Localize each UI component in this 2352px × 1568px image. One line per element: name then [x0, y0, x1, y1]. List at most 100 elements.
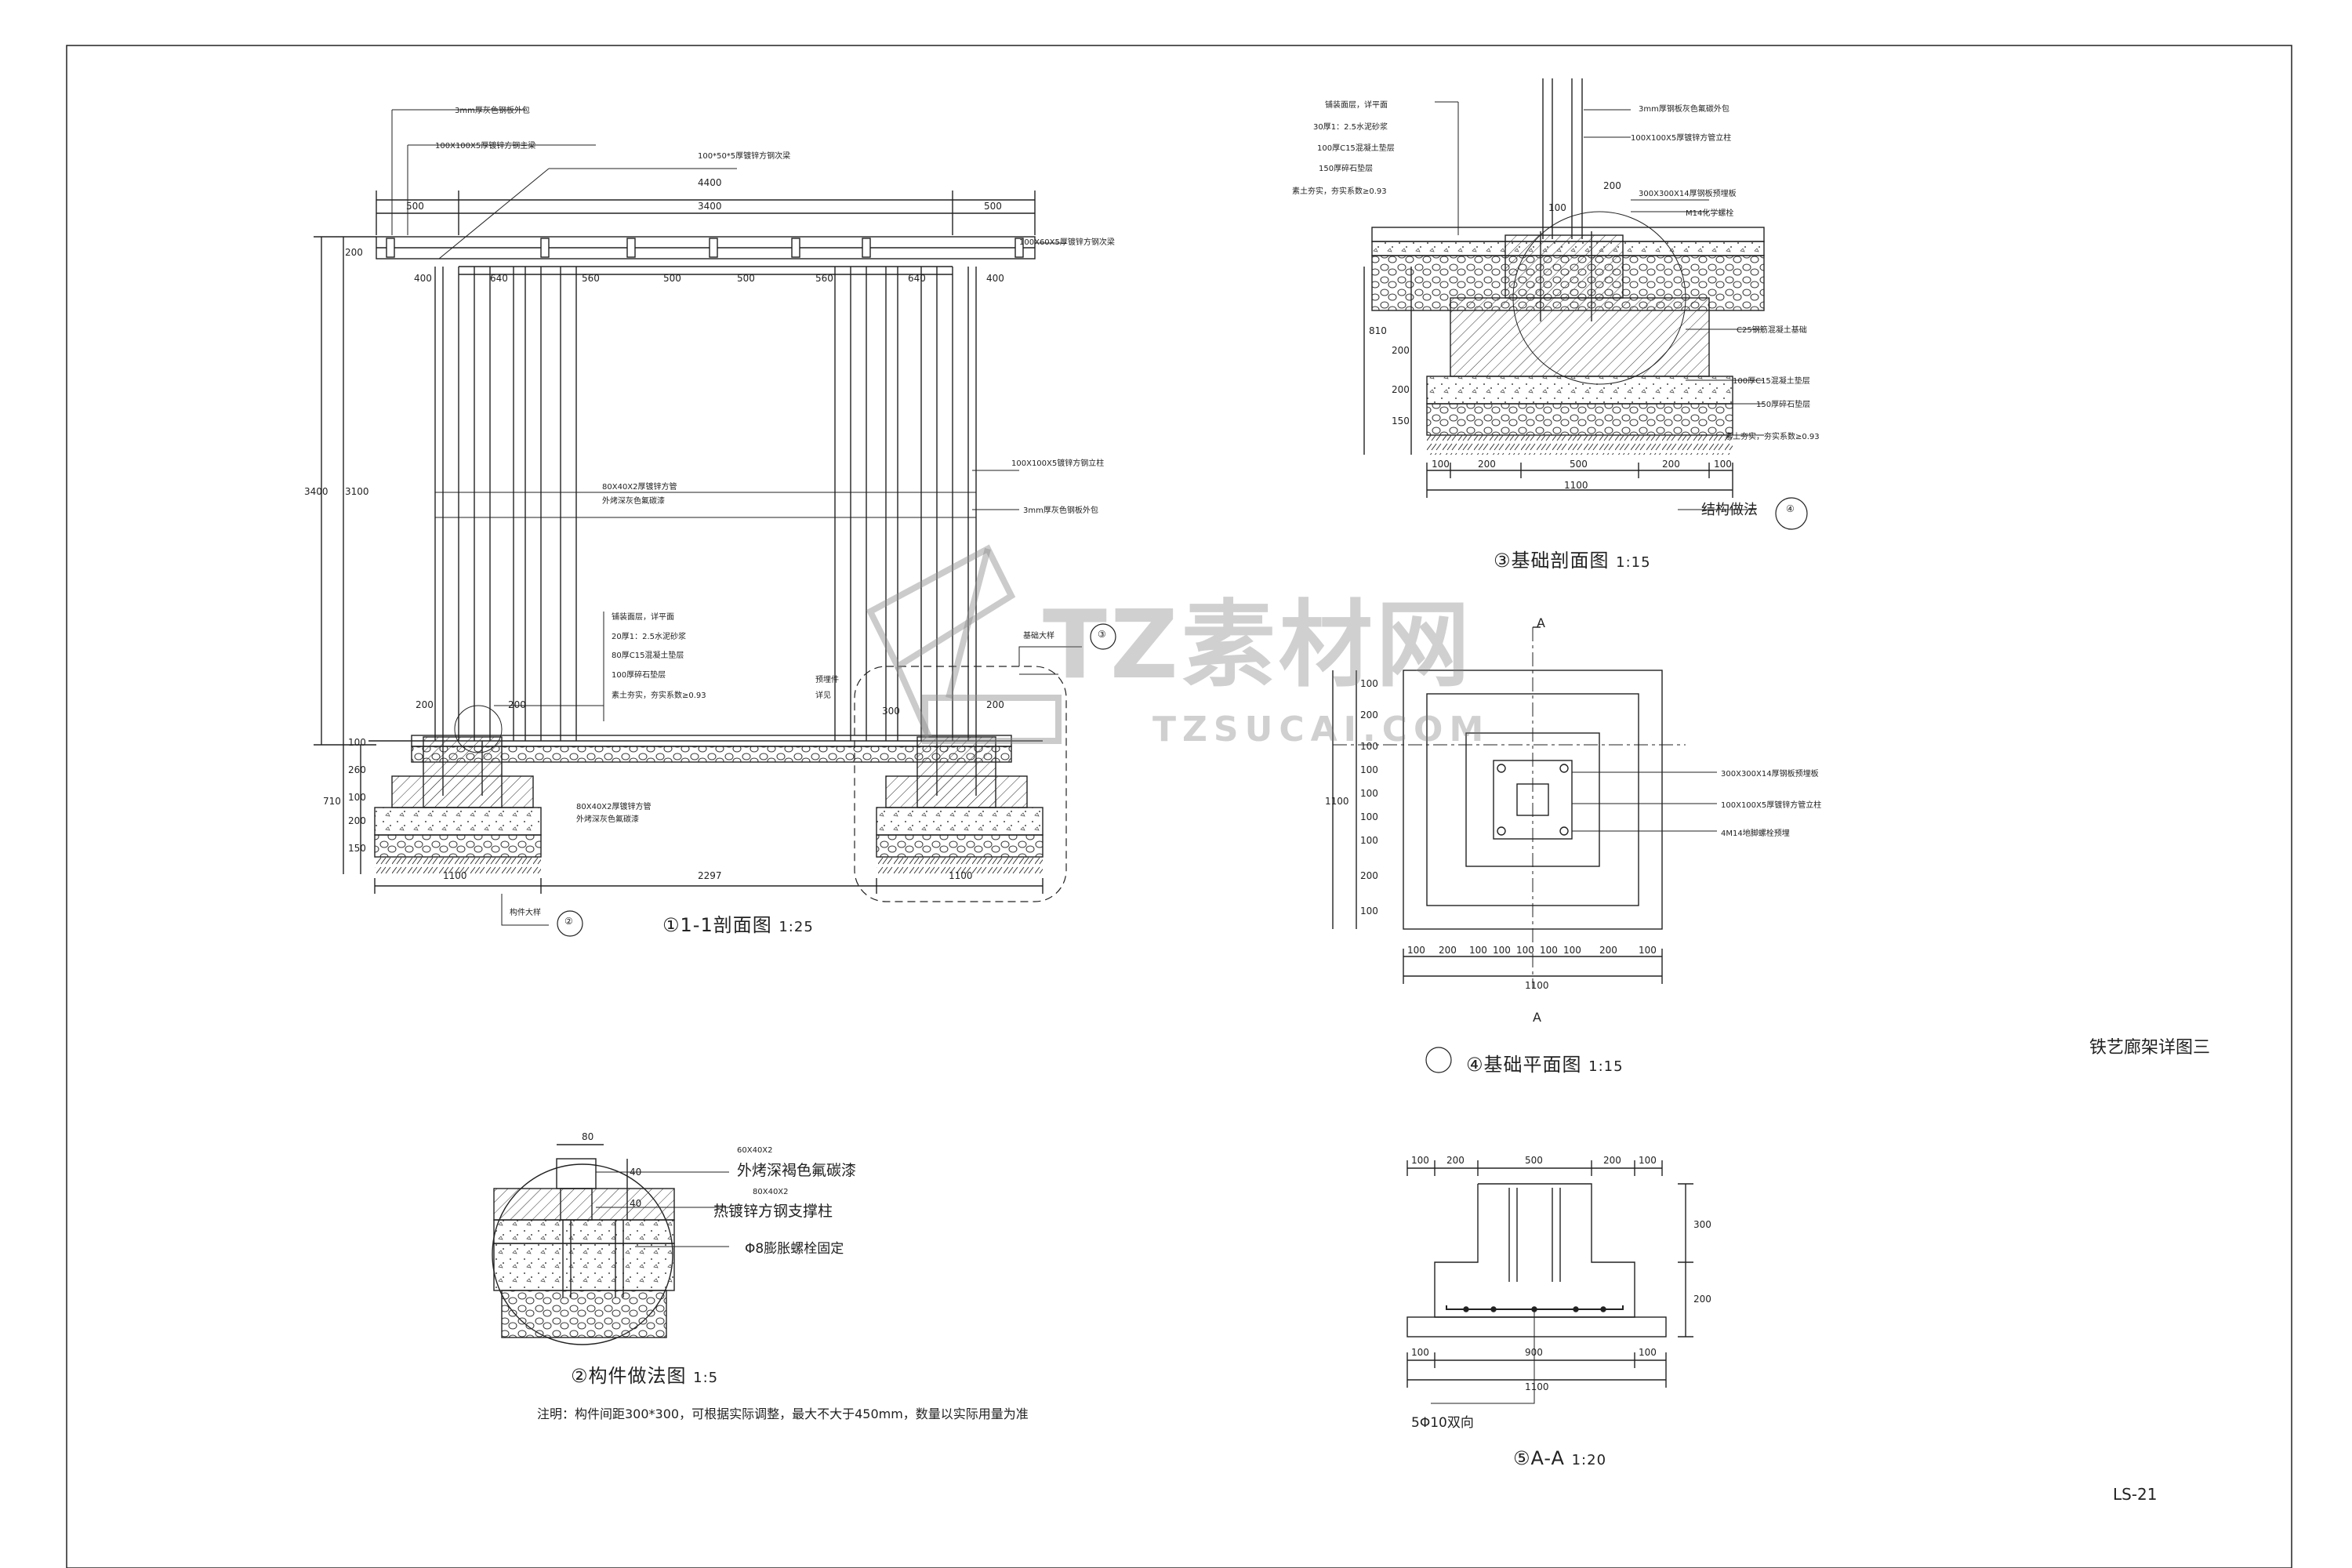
s1-under-note: 80X40X2厚镀锌方管	[576, 803, 652, 811]
view-scale-3: 1:15	[1616, 554, 1651, 571]
fp4-bot-8: 100	[1639, 945, 1657, 956]
fp4-bot-6: 100	[1563, 945, 1581, 956]
view-scale-4: 1:15	[1588, 1058, 1624, 1075]
fs3-l2: 30厚1：2.5水泥砂浆	[1313, 123, 1388, 132]
s1-bottom-1: 2297	[698, 870, 722, 881]
s1-dim-mid: 3400	[698, 201, 722, 212]
fs3-bot-5: 1100	[1564, 480, 1588, 491]
s1-left-low-3: 200	[348, 815, 366, 826]
s1-sub-7: 400	[986, 273, 1004, 284]
s1-inner-3: 200	[986, 699, 1004, 710]
fs3-left-1: 200	[1392, 345, 1410, 356]
view-name-3: 基础剖面图	[1511, 550, 1610, 572]
d2-c1: 外烤深褐色氟碳漆	[737, 1162, 857, 1179]
fp4-bot-0: 100	[1407, 945, 1425, 956]
s1-left-low-4: 150	[348, 843, 366, 854]
fs3-bot-4: 100	[1714, 459, 1732, 470]
foundation-section-drawing	[1363, 78, 1808, 530]
s1-callout-column-cover: 3mm厚灰色钢板外包	[1023, 506, 1098, 515]
right-column-group	[834, 267, 977, 741]
watermark-logo-icon	[866, 544, 1062, 744]
s1-fd-mid-2: 详见	[815, 691, 831, 700]
s5-top-0: 100	[1411, 1155, 1429, 1166]
s1-callout-purlin: 100*50*5厚镀锌方钢次梁	[698, 152, 791, 161]
s1-callout-column: 100X100X5镀锌方钢立柱	[1011, 459, 1105, 468]
view-title-3: ③基础剖面图 1:15	[1494, 545, 1651, 572]
s1-floor-1: 铺装面层，详平面	[612, 613, 674, 622]
s5-bot-3: 1100	[1525, 1381, 1549, 1392]
fp4-bot-4: 100	[1516, 945, 1534, 956]
s1-sub-6: 640	[908, 273, 926, 284]
s1-sub-3: 500	[663, 273, 681, 284]
s1-left-0: 200	[345, 247, 363, 258]
view-title-1: ①1-1剖面图 1:25	[662, 909, 814, 937]
s1-left-low-0: 100	[348, 737, 366, 748]
watermark-url: TZSUCAI.COM	[1152, 710, 1490, 750]
left-column-group	[434, 267, 577, 741]
view-title-5: ⑤A-A 1:20	[1513, 1447, 1606, 1469]
view-title-4: ④基础平面图 1:15	[1466, 1049, 1624, 1076]
fp4-bot-3: 100	[1493, 945, 1511, 956]
s1-dim-right: 500	[984, 201, 1002, 212]
s5-right-1: 200	[1693, 1294, 1711, 1305]
fp4-r3: 4M14地脚螺栓预埋	[1721, 829, 1790, 838]
foundation-plan-drawing	[1332, 626, 1717, 1073]
section-1-1-drawing	[314, 109, 1116, 937]
fp4-marker-a-bottom: A	[1533, 1010, 1541, 1025]
fp4-marker-a-top: A	[1537, 615, 1545, 630]
view-scale-1: 1:25	[779, 919, 814, 935]
s1-sub-4: 500	[737, 273, 755, 284]
fp4-left-0: 100	[1360, 678, 1378, 689]
fs3-bot-2: 500	[1570, 459, 1588, 470]
fs3-r1: 3mm厚钢板灰色氟碳外包	[1639, 105, 1730, 114]
fp4-r2: 100X100X5厚镀锌方管立柱	[1721, 801, 1822, 810]
fs3-bot-3: 200	[1662, 459, 1680, 470]
fp4-left-6: 100	[1360, 835, 1378, 846]
general-note: 注明：构件间距300*300，可根据实际调整，最大不大于450mm，数量以实际用…	[537, 1406, 1029, 1421]
fs3-r8: 素土夯实，夯实系数≥0.93	[1725, 433, 1820, 441]
d2-c2: 热镀锌方钢支撑柱	[713, 1203, 833, 1220]
d2-side-1: 40	[630, 1198, 642, 1209]
fs3-bot-1: 200	[1478, 459, 1496, 470]
fp4-left-5: 100	[1360, 811, 1378, 822]
view-num-1: ①	[662, 914, 681, 936]
fp4-bot-9: 1100	[1525, 980, 1549, 991]
view-name-2: 构件做法图	[588, 1365, 687, 1387]
s1-fd-detail-tag: 基础大样	[1023, 632, 1054, 641]
fs3-left-0: 810	[1369, 325, 1387, 336]
fs3-r3: 300X300X14厚钢板预埋板	[1639, 190, 1737, 198]
s1-callout-side-beam: 100X60X5厚镀锌方钢次梁	[1019, 238, 1115, 247]
marker-4-label: ④	[1786, 503, 1795, 514]
s5-top-2: 500	[1525, 1155, 1543, 1166]
s1-fd-mid: 预埋件	[815, 676, 839, 684]
s1-floor-4: 100厚碎石垫层	[612, 671, 666, 680]
s1-mid-note-2: 外烤深灰色氟碳漆	[602, 497, 665, 506]
s5-bot-2: 100	[1639, 1347, 1657, 1358]
s1-inner-1: 200	[508, 699, 526, 710]
s1-left-1: 3100	[345, 486, 369, 497]
s1-bottom-2: 1100	[949, 870, 973, 881]
s1-sub-0: 400	[414, 273, 432, 284]
s1-left-low-5: 710	[323, 796, 341, 807]
fp4-left-9: 1100	[1325, 796, 1349, 807]
watermark-brand: TZ素材网	[1043, 591, 1473, 700]
s1-inner-0: 200	[416, 699, 434, 710]
fs3-bot-0: 100	[1432, 459, 1450, 470]
view-name-4: 基础平面图	[1483, 1054, 1582, 1076]
sheet-border	[66, 45, 2292, 1568]
fs3-r7: 150厚碎石垫层	[1756, 401, 1811, 409]
s5-top-1: 200	[1446, 1155, 1465, 1166]
s1-bottom-0: 1100	[443, 870, 467, 881]
s5-top-3: 200	[1603, 1155, 1621, 1166]
s1-callout-top-cover: 3mm厚灰色钢板外包	[455, 107, 530, 115]
fs3-r5: C25钢筋混凝土基础	[1737, 326, 1807, 335]
view-num-5: ⑤	[1513, 1447, 1531, 1469]
s1-callout-beam: 100X100X5厚镀锌方钢主梁	[435, 142, 536, 151]
d2-top: 80	[582, 1131, 594, 1142]
fp4-left-3: 100	[1360, 764, 1378, 775]
s1-left-2: 3400	[304, 486, 328, 497]
s1-sub-5: 560	[815, 273, 833, 284]
s1-dim-overall: 4400	[698, 177, 722, 188]
section-aa-drawing	[1406, 1160, 1693, 1404]
